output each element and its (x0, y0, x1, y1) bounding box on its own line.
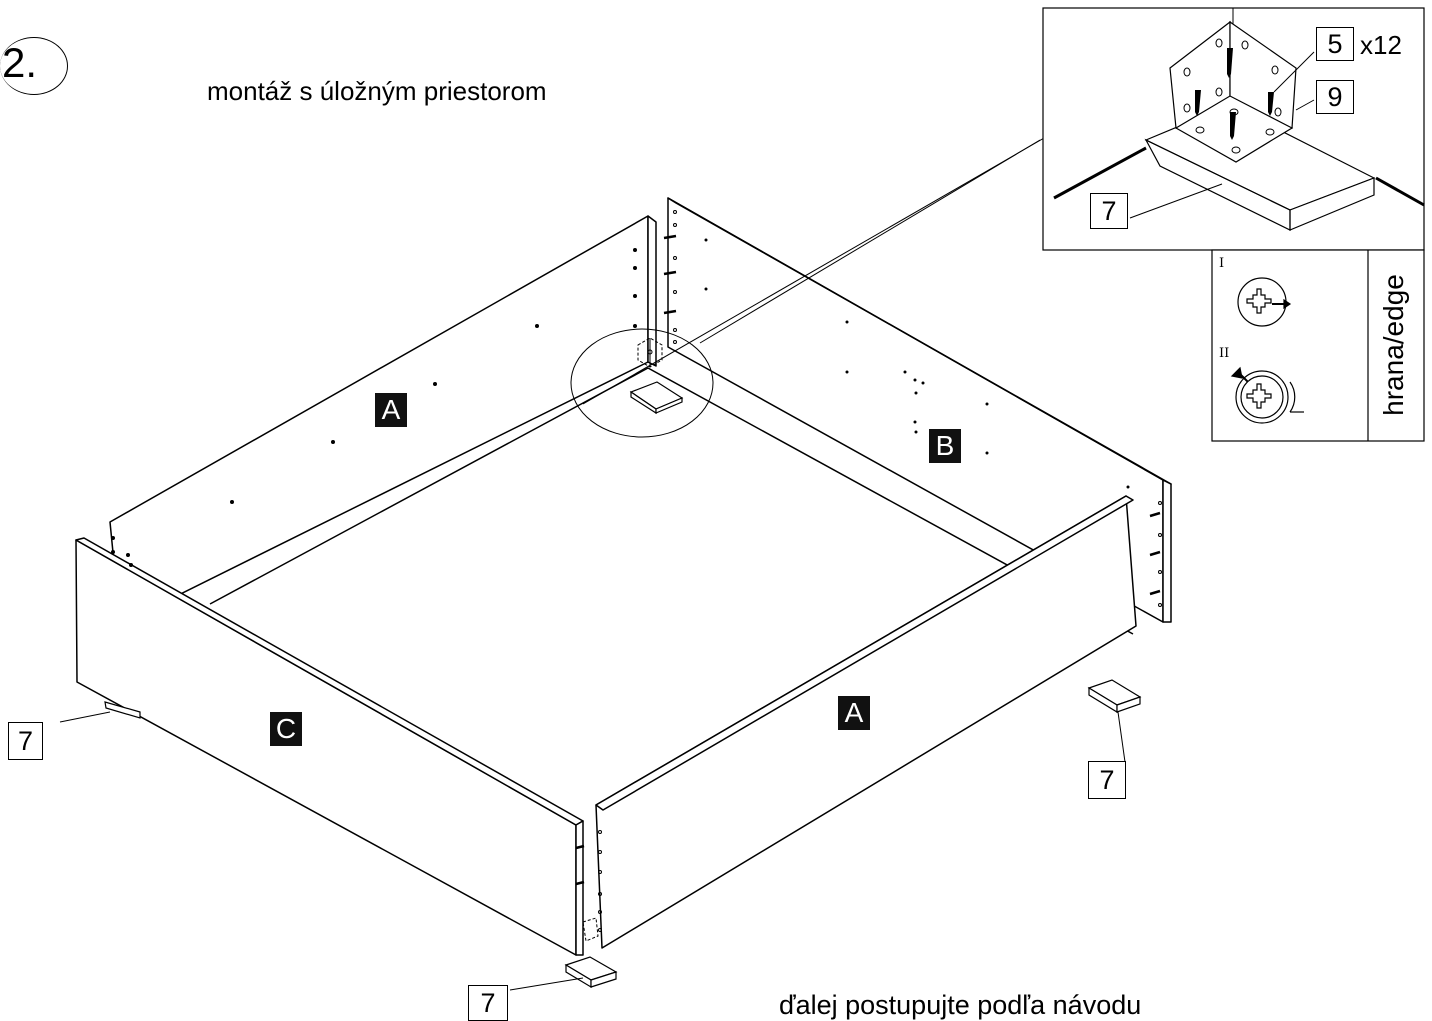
step-circle (0, 37, 68, 95)
bracket-quantity: x12 (1360, 30, 1402, 60)
panel-c (75, 539, 577, 956)
step-title: montáž s úložným priestorom (207, 76, 547, 106)
step-number: 2. (2, 39, 38, 86)
screw-icons (1195, 48, 1274, 140)
foot-block-back (629, 381, 684, 415)
screw-direction-box (1211, 249, 1425, 442)
step-two-marker: II (1219, 346, 1230, 361)
edge-label-container: hrana/edge (1368, 250, 1420, 440)
corner-bracket-back (637, 337, 663, 368)
detail-callout-circle (570, 328, 714, 438)
panel-label-b: B (929, 429, 961, 463)
edge-label: hrana/edge (1378, 274, 1409, 416)
footer-instruction: ďalej postupujte podľa návodu (779, 990, 1142, 1020)
foot-block-right (1087, 679, 1142, 714)
part-label-foot-bottom: 7 (468, 985, 508, 1021)
cam-lock-icon-unlocked (1237, 277, 1292, 327)
floor-outline (209, 367, 1134, 635)
panel-label-a-back: A (375, 393, 407, 427)
panel-label-a-front: A (838, 696, 870, 730)
part-label-screw: 9 (1316, 80, 1354, 114)
part-label-foot-right: 7 (1088, 761, 1126, 799)
corner-bracket-front (582, 917, 599, 942)
part-label-bracket: 5 (1316, 27, 1354, 61)
step-one-marker: I (1219, 256, 1225, 271)
panel-label-c: C (270, 712, 302, 746)
part-label-foot-detail: 7 (1090, 193, 1128, 229)
part-label-foot-left: 7 (8, 722, 43, 760)
cam-lock-icon-locked (1230, 366, 1304, 424)
foot-block-left (104, 701, 141, 719)
foot-block-front (564, 956, 618, 989)
